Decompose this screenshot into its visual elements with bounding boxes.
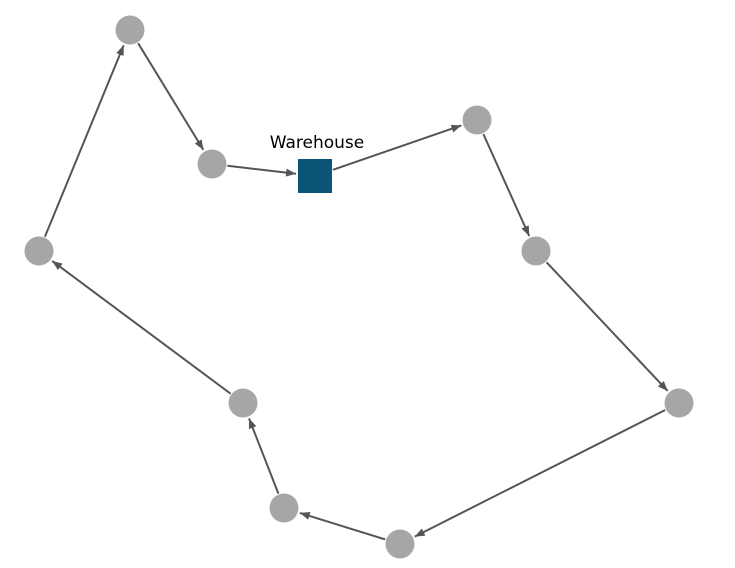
route-edge-stop-8-to-stop-9 xyxy=(137,42,205,151)
stop-9-node xyxy=(197,149,227,179)
route-edge-stop-7-to-stop-8 xyxy=(43,44,125,238)
warehouse-node xyxy=(298,159,332,193)
stop-5-node xyxy=(269,493,299,523)
stop-1-node xyxy=(462,105,492,135)
route-edge-stop-6-to-stop-7 xyxy=(51,260,232,395)
stop-6-node xyxy=(228,388,258,418)
route-edge-stop-3-to-stop-4 xyxy=(414,409,666,538)
route-edge-stop-2-to-stop-3 xyxy=(545,261,669,392)
nodes-layer xyxy=(24,15,694,559)
stop-3-node xyxy=(664,388,694,418)
route-edge-warehouse-to-stop-1 xyxy=(332,124,462,171)
route-edge-stop-1-to-stop-2 xyxy=(482,133,531,237)
stop-7-node xyxy=(24,236,54,266)
edges-layer xyxy=(43,42,669,541)
route-edge-stop-5-to-stop-6 xyxy=(248,418,280,494)
route-edge-stop-9-to-warehouse xyxy=(227,164,297,177)
stop-4-node xyxy=(385,529,415,559)
stop-2-node xyxy=(521,236,551,266)
route-edge-stop-4-to-stop-5 xyxy=(299,511,386,541)
warehouse-label: Warehouse xyxy=(270,133,364,153)
stop-8-node xyxy=(115,15,145,45)
